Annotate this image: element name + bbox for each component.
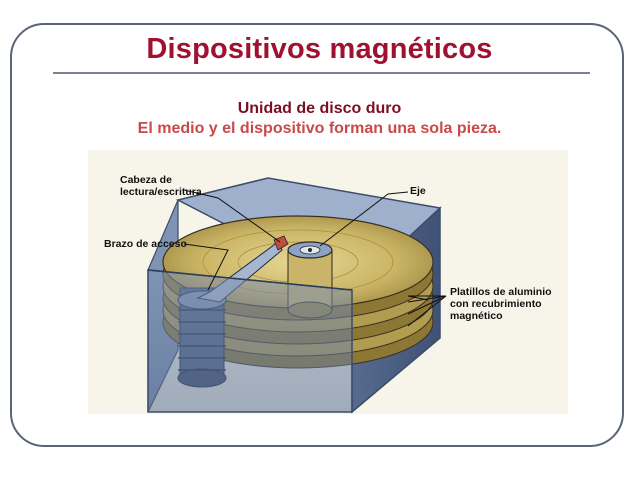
hard-disk-drawing (88, 150, 568, 414)
slide-caption: El medio y el dispositivo forman una sol… (137, 120, 502, 137)
label-platters: Platillos de aluminio con recubrimiento … (450, 286, 552, 322)
read-write-head (273, 235, 289, 251)
hard-disk-illustration: Cabeza de lectura/escritura Brazo de acc… (88, 150, 568, 414)
case-front (147, 269, 353, 413)
slide-title: Dispositivos magnéticos (146, 33, 493, 65)
callout-lines (183, 189, 447, 327)
slide-subtitle: Unidad de disco duro (237, 100, 402, 117)
label-read-write-head: Cabeza de lectura/escritura (120, 174, 202, 198)
title-divider (53, 72, 590, 74)
label-spindle: Eje (410, 185, 426, 197)
label-access-arm: Brazo de acceso (104, 238, 187, 250)
